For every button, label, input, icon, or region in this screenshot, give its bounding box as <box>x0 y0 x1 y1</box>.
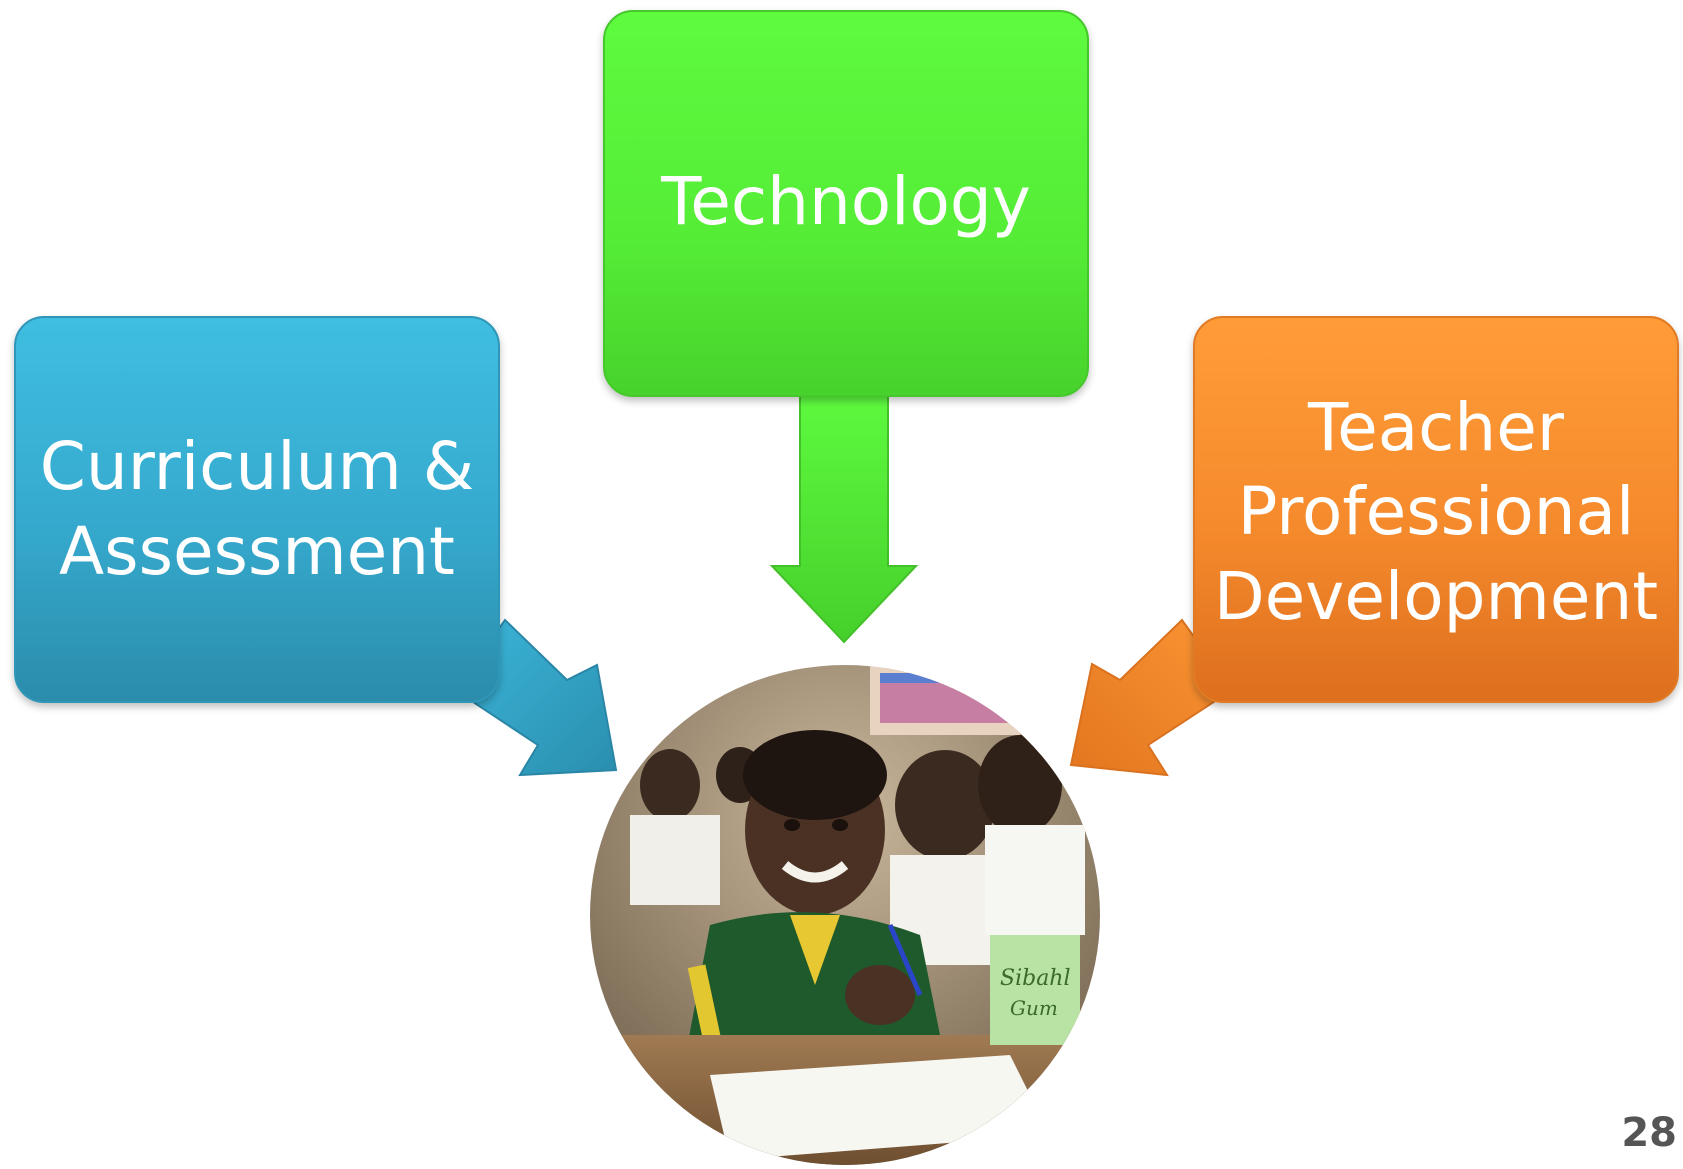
teacher-development-label: Teacher Professional Development <box>1213 389 1659 635</box>
svg-text:Gum: Gum <box>1010 996 1058 1020</box>
technology-arrow <box>769 389 919 644</box>
teacher-development-box: Teacher Professional Development <box>1193 316 1679 703</box>
curriculum-assessment-label: Curriculum & Assessment <box>39 428 475 590</box>
classroom-photo: Sibahl Gum <box>590 665 1100 1165</box>
page-number: 28 <box>1621 1110 1677 1156</box>
name-card-text: Sibahl <box>1000 966 1071 991</box>
technology-label: Technology <box>661 163 1031 240</box>
teacher-arrow <box>1069 618 1234 777</box>
curriculum-assessment-box: Curriculum & Assessment <box>14 316 500 703</box>
classroom-photo-illustration: Sibahl Gum <box>590 665 1100 1165</box>
technology-box: Technology <box>603 10 1089 397</box>
